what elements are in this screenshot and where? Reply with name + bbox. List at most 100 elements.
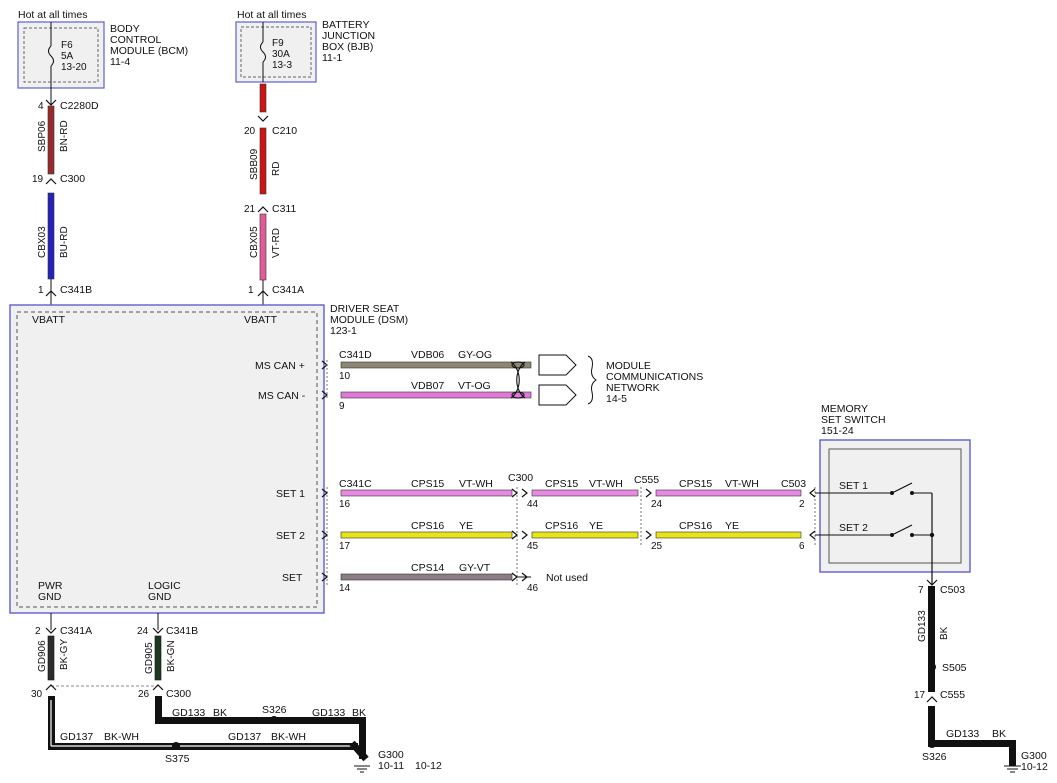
wire-gd905: [154, 635, 162, 681]
wire-sbp06-circuit: SBP06: [37, 120, 48, 152]
dsm-pin-set2: SET 2: [276, 530, 305, 542]
network-brace-icon: [587, 355, 597, 405]
s375-splice: [172, 742, 180, 750]
wire-gd133-logic-down: [155, 696, 162, 722]
set2-pin-17: 17: [339, 541, 351, 552]
cps16-color-3: YE: [725, 520, 739, 532]
dsm-pwr-gnd-label: GND: [38, 591, 62, 603]
memory-switch-inner-box: [828, 448, 962, 564]
c300-bottom-left-connector-icon: [45, 684, 57, 691]
s375-label: S375: [165, 753, 190, 765]
c300-left-connector-icon: [45, 178, 57, 185]
c341b-bottom-connector-icon: [152, 627, 164, 634]
c2280d-connector-icon: [45, 99, 57, 106]
wire-cbx05-circuit: CBX05: [249, 226, 260, 258]
wire-sbb09-circuit: SBB09: [249, 148, 260, 180]
wire-sbb09: [259, 127, 267, 195]
c210-pin: 20: [244, 126, 256, 137]
bjb-fuse-icon: [260, 41, 266, 63]
gd137-a-circuit: GD137: [60, 731, 93, 743]
c503-bottom-pin: 7: [918, 585, 924, 596]
bcm-label-4: 11-4: [110, 56, 130, 68]
set2-c503-connector-icon: [809, 530, 816, 540]
set1-switch-blade: [891, 482, 913, 494]
bcm-fuse-icon: [48, 45, 54, 67]
twisted-pair-top-loop: [511, 361, 525, 369]
bjb-label-4: 11-1: [322, 52, 342, 64]
wire-gd133-switch-circuit: GD133: [917, 610, 928, 642]
set-pin-14: 14: [339, 583, 351, 594]
bjb-fuse-id: F9: [272, 38, 284, 49]
set2-switch-blade: [891, 524, 913, 536]
set1-c503-connector-icon: [809, 488, 816, 498]
set1-pin-16: 16: [339, 499, 351, 510]
set1-c341c-connector-icon: [321, 488, 328, 498]
network-label-1: MODULE: [606, 360, 651, 372]
wire-vdb06-color: GY-OG: [458, 349, 492, 361]
set-c300-in-icon: [511, 572, 518, 582]
cps16-circuit-3: CPS16: [679, 520, 712, 532]
wire-sbp06-color: BN-RD: [59, 120, 70, 152]
wire-vdb06: [340, 361, 532, 369]
wire-vdb07-color: VT-OG: [458, 380, 491, 392]
g300-left-ref1: 10-11: [378, 760, 404, 772]
wire-cbx05: [259, 213, 267, 281]
set-pin-46: 46: [527, 583, 539, 594]
dsm-vbatt-right: VBATT: [244, 314, 278, 326]
dsm-vbatt-left: VBATT: [32, 314, 66, 326]
wire-cps15-seg1: [340, 489, 513, 497]
set1-c555-out-icon: [645, 488, 652, 498]
c341a-bottom-connector-icon: [45, 627, 57, 634]
bcm-fuse-ref: 13-20: [61, 62, 87, 73]
c311-label: C311: [272, 203, 296, 215]
cps15-circuit-1: CPS15: [411, 478, 444, 490]
c341a-top-pin: 1: [248, 285, 254, 296]
s505-label: S505: [942, 662, 967, 674]
wire-gd906-circuit: GD906: [37, 640, 48, 672]
bcm-inner-box: [23, 27, 99, 83]
bcm-label-2: CONTROL: [110, 34, 161, 46]
cps15-circuit-2: CPS15: [545, 478, 578, 490]
cps15-color-2: VT-WH: [589, 478, 623, 490]
set1-pin-2: 2: [799, 499, 805, 510]
wire-gd133-switch: [928, 586, 935, 692]
bjb-fuse-rating: 30A: [272, 49, 290, 60]
wire-gd906: [47, 635, 55, 681]
cps16-circuit-1: CPS16: [411, 520, 444, 532]
c210-label: C210: [272, 125, 297, 137]
dsm-grounds: 2 C341A GD906 BK-GY 24 C341B GD905 BK-GN…: [31, 613, 442, 773]
wire-gd137-bend: [349, 740, 369, 762]
g300-left-label: G300: [378, 749, 404, 761]
c300-bottom-pin-30: 30: [31, 689, 43, 700]
dsm-pin-set1: SET 1: [276, 488, 305, 500]
c341b-top-connector-icon: [45, 290, 57, 297]
c555-bottom-pin: 17: [914, 690, 926, 701]
dsm-label-1: DRIVER SEAT: [330, 303, 400, 315]
set1-c300-out-icon: [521, 488, 528, 498]
bjb-box: [235, 21, 317, 83]
set1-pin-24: 24: [651, 499, 663, 510]
hot-at-all-times-right: Hot at all times: [237, 9, 306, 21]
set2-c341c-connector-icon: [321, 530, 328, 540]
wire-vdb06-circuit: VDB06: [411, 349, 444, 361]
wire-cps15-seg3: [655, 489, 802, 497]
bcm-box: [17, 21, 105, 89]
dsm-pin-set: SET: [282, 572, 303, 584]
c341b-bottom-pin: 24: [137, 626, 149, 637]
dsm-pwr-label: PWR: [38, 580, 63, 592]
wire-sbb09-color: RD: [271, 162, 282, 176]
gd133-switch-bottom-circuit: GD133: [946, 728, 979, 740]
bjb-label-3: BOX (BJB): [322, 41, 373, 53]
wire-cbx03-circuit: CBX03: [37, 226, 48, 258]
hot-at-all-times-left: Hot at all times: [18, 9, 87, 21]
c341a-top-label: C341A: [272, 284, 304, 296]
wire-cbx03: [47, 192, 55, 280]
set2-pin-25: 25: [651, 541, 663, 552]
wire-gd905-circuit: GD905: [144, 642, 155, 674]
bjb-fuse-ref: 13-3: [272, 60, 292, 71]
gd137-a-color: BK-WH: [104, 731, 139, 743]
wire-gd905-color: BK-GN: [166, 640, 177, 672]
c341b-top-label: C341B: [60, 284, 92, 296]
wire-cps16-seg2: [531, 531, 639, 539]
